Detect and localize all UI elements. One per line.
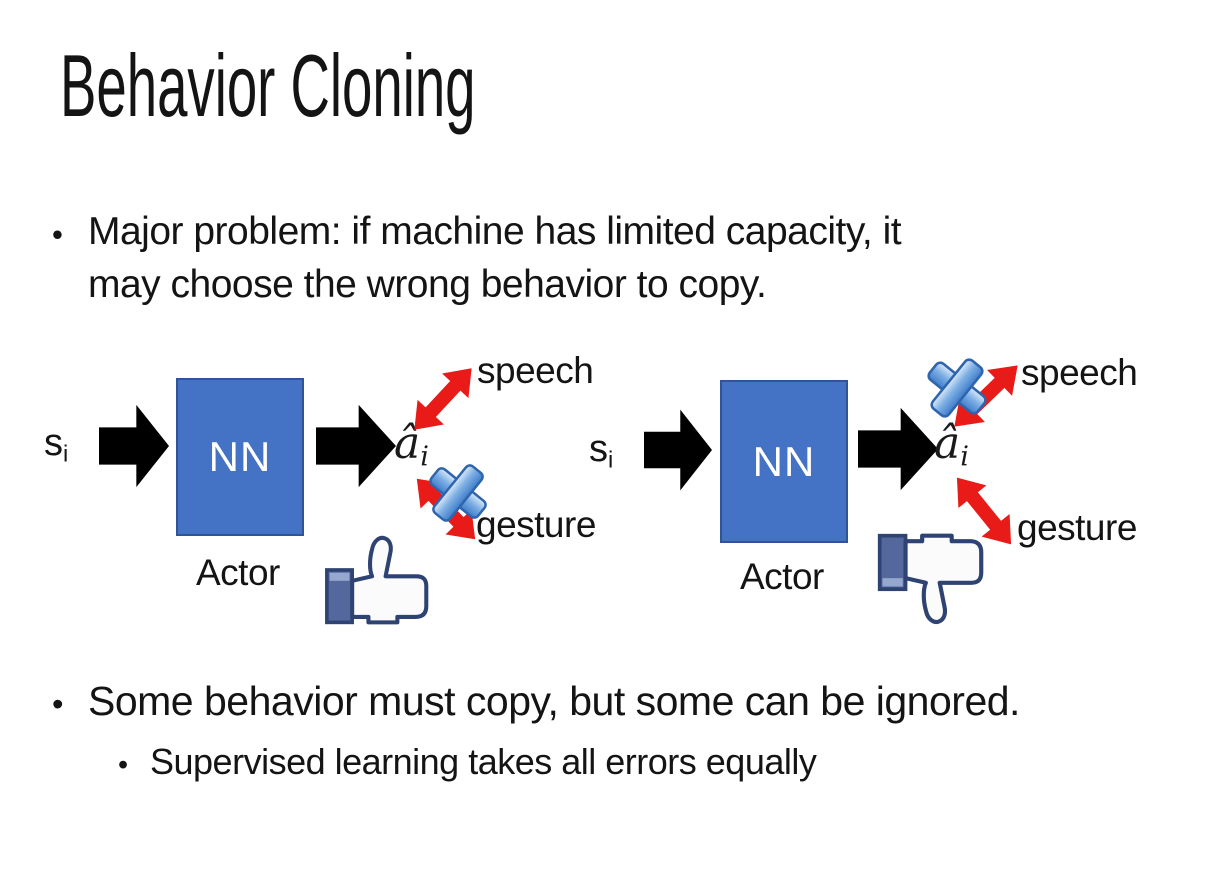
- left-input-label: si: [44, 422, 69, 467]
- right-input-label: si: [589, 428, 614, 473]
- right-speech-label: speech: [1021, 352, 1138, 393]
- right-input-arrow-icon: [644, 402, 712, 498]
- bullet-supervised-learning-text: Supervised learning takes all errors equ…: [150, 741, 817, 782]
- right-nn-label: NN: [752, 437, 816, 485]
- left-gesture-label: gesture: [476, 504, 596, 545]
- left-speech-arrow-icon: [400, 355, 487, 444]
- right-gesture-arrow-icon: [941, 465, 1026, 557]
- bullet-some-behavior: • Some behavior must copy, but some can …: [52, 676, 1020, 729]
- bullet-glyph: •: [52, 217, 63, 252]
- right-output-arrow-icon: [858, 400, 938, 498]
- right-output-label: âi: [934, 418, 969, 473]
- slide-title: Behavior Cloning: [60, 36, 476, 135]
- bullet-glyph: •: [52, 685, 63, 722]
- right-nn-box: NN: [720, 380, 848, 543]
- left-cross-icon: [418, 453, 497, 532]
- right-actor-label: Actor: [740, 556, 824, 597]
- left-nn-box: NN: [176, 378, 304, 536]
- right-gesture-label: gesture: [1017, 507, 1137, 548]
- bullet-major-problem: • Major problem: if machine has limited …: [52, 205, 902, 311]
- bullet-major-problem-line1: Major problem: if machine has limited ca…: [88, 210, 902, 253]
- left-speech-label: speech: [477, 350, 594, 391]
- left-nn-label: NN: [208, 433, 272, 480]
- left-actor-label: Actor: [196, 552, 280, 593]
- bullet-supervised-learning: • Supervised learning takes all errors e…: [118, 740, 817, 787]
- right-cross-icon: [916, 347, 997, 428]
- left-input-arrow-icon: [99, 397, 169, 495]
- thumbs-down-icon: [876, 532, 996, 628]
- bullet-major-problem-line2: may choose the wrong behavior to copy.: [88, 263, 767, 306]
- thumbs-up-icon: [322, 532, 442, 626]
- bullet-some-behavior-text: Some behavior must copy, but some can be…: [88, 678, 1020, 724]
- bullet-glyph: •: [118, 749, 128, 781]
- left-output-arrow-icon: [316, 397, 396, 495]
